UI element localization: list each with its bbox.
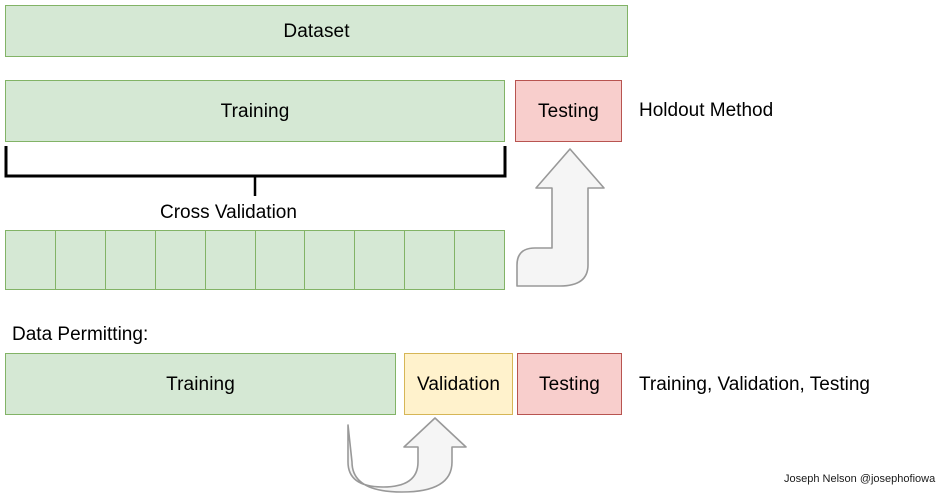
cross-validation-label: Cross Validation (160, 202, 297, 223)
attribution-text: Joseph Nelson @josephofiowa (784, 473, 936, 485)
cv-fold-cell (204, 230, 256, 290)
cv-fold-cell (304, 230, 356, 290)
cross-validation-bracket (4, 146, 507, 196)
dataset-box: Dataset (5, 5, 628, 57)
training-validation-testing-annotation: Training, Validation, Testing (639, 374, 870, 395)
permitting-training-box: Training (5, 353, 396, 415)
cv-fold-cell (5, 230, 56, 290)
cv-fold-cell (404, 230, 456, 290)
loop-arrow-up-icon (347, 417, 467, 493)
holdout-testing-box: Testing (515, 80, 622, 142)
cv-fold-cell (354, 230, 406, 290)
cv-fold-cell (54, 230, 106, 290)
cv-fold-cell (154, 230, 206, 290)
hook-arrow-up-icon (516, 148, 605, 287)
permitting-testing-box: Testing (517, 353, 622, 415)
cv-fold-cell (454, 230, 506, 290)
cv-fold-cell (254, 230, 306, 290)
holdout-method-annotation: Holdout Method (639, 100, 774, 121)
permitting-validation-box: Validation (404, 353, 513, 415)
data-permitting-heading: Data Permitting: (12, 324, 149, 345)
cv-fold-cell (104, 230, 156, 290)
cross-validation-fold-strip (5, 230, 506, 290)
holdout-training-box: Training (5, 80, 505, 142)
